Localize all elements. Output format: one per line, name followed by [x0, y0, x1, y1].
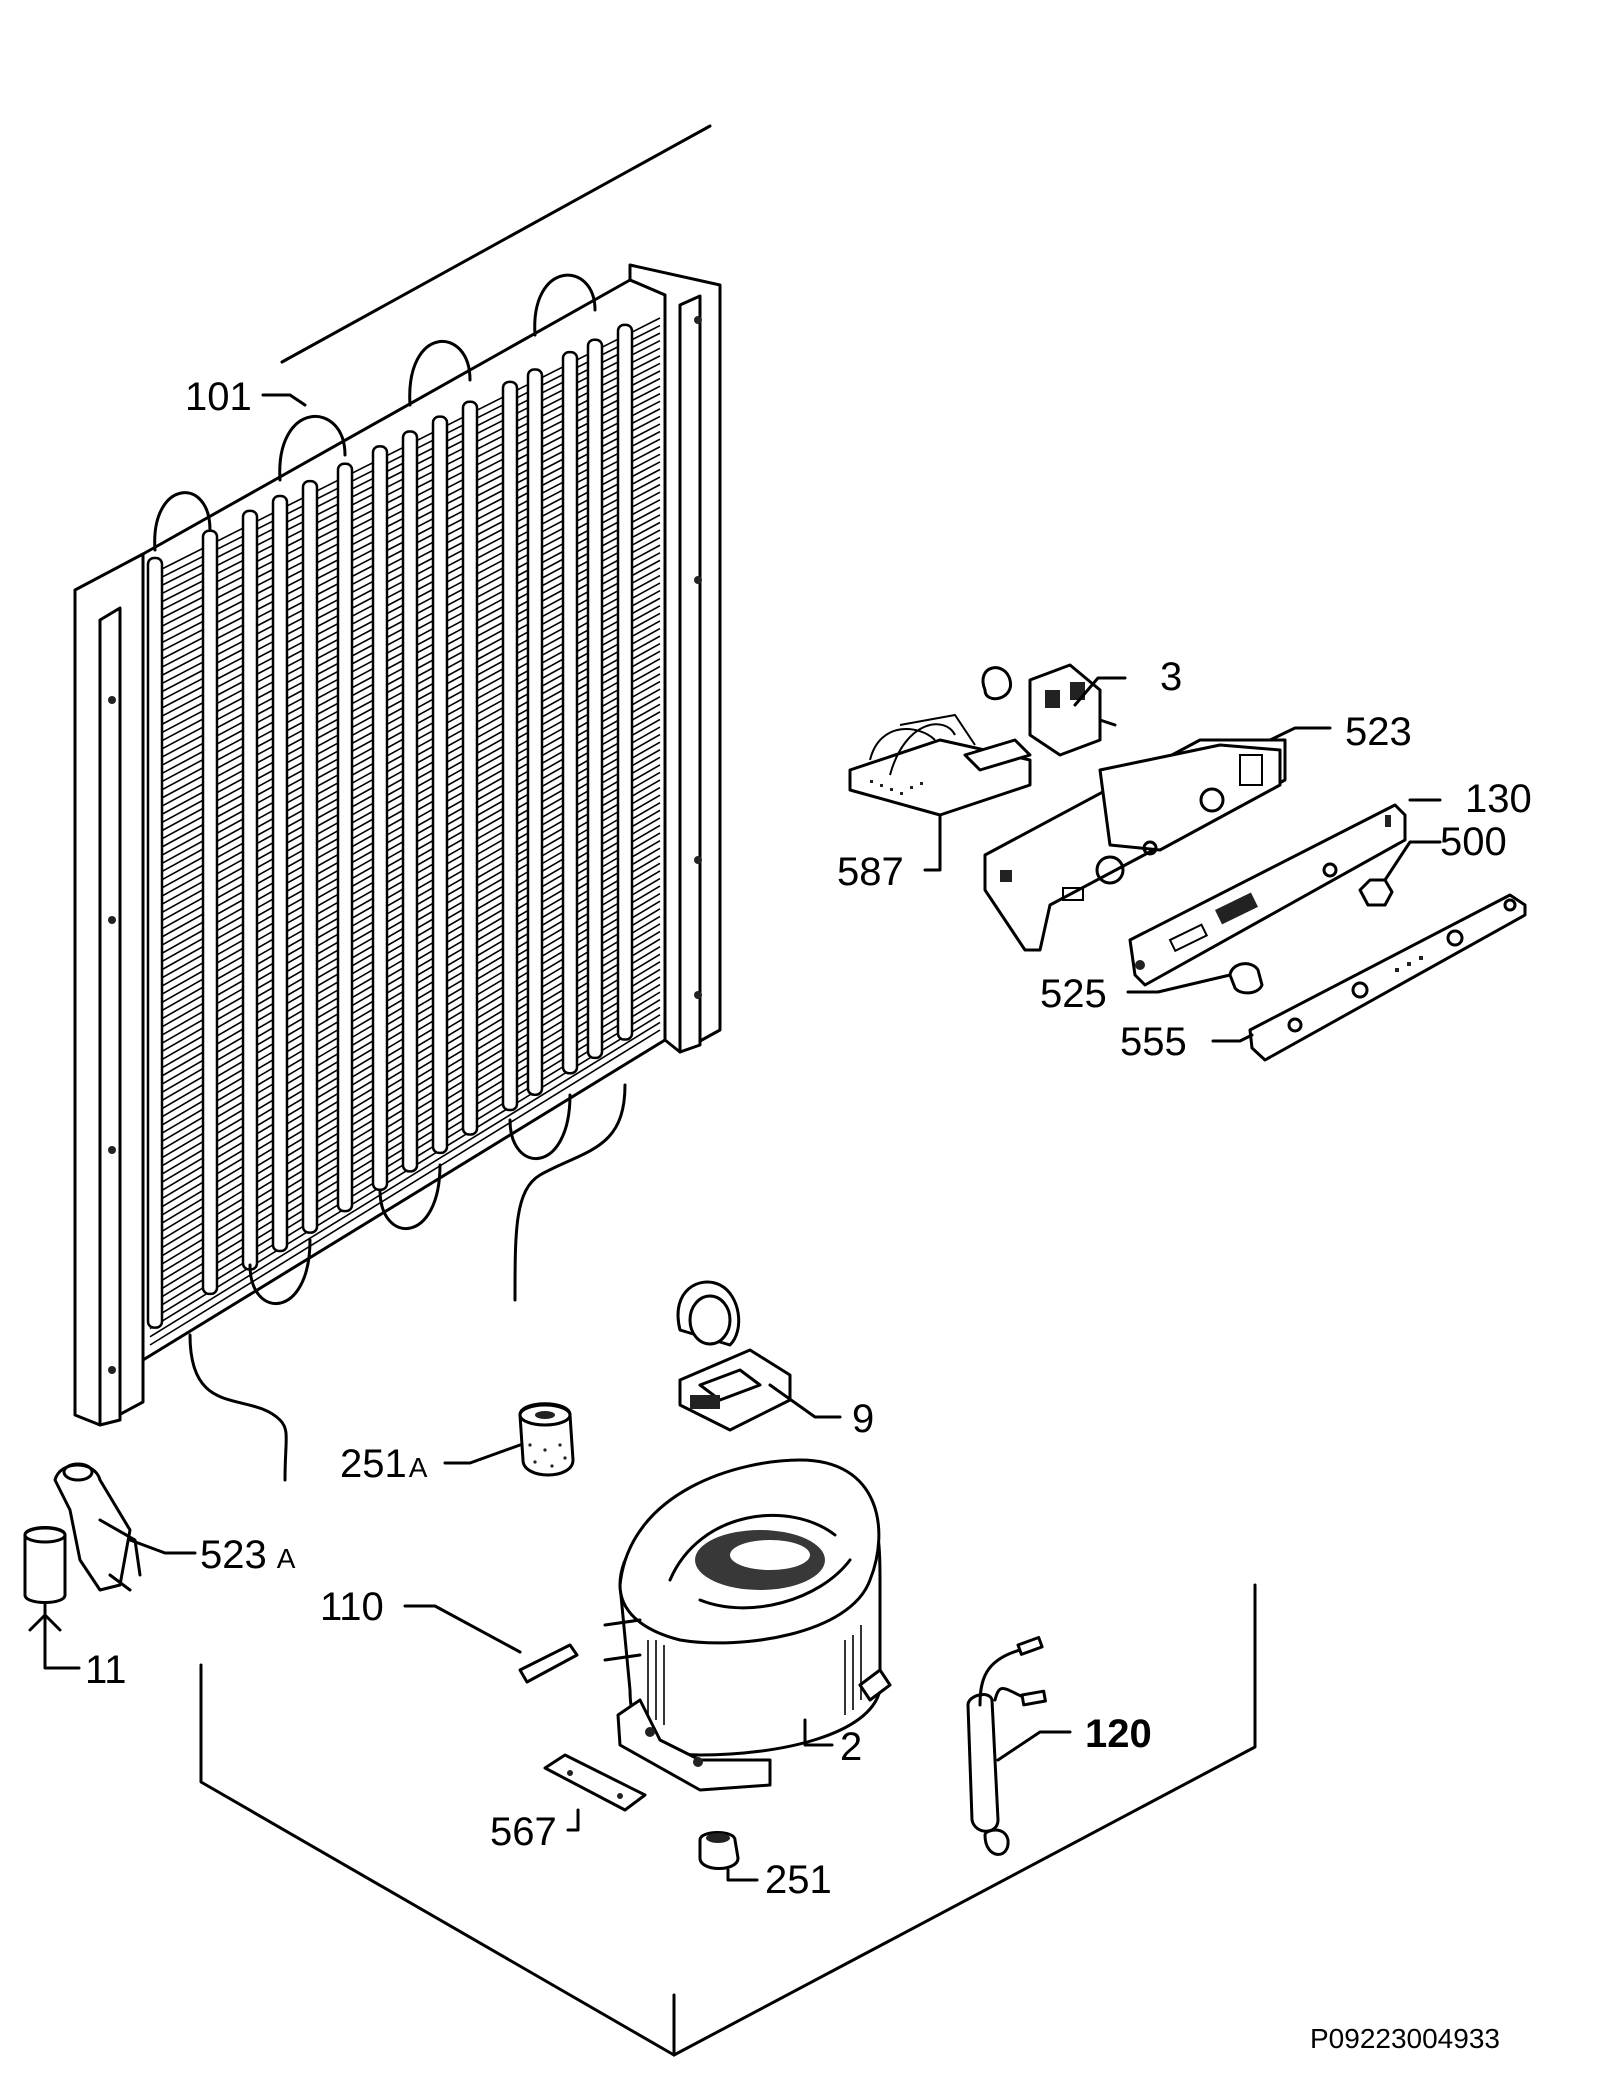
- compressor-2: [603, 1458, 892, 1792]
- label-110: 110: [320, 1585, 384, 1629]
- label-525: 525: [1040, 972, 1107, 1016]
- label-2: 2: [840, 1725, 862, 1769]
- grommet-251: [698, 1831, 740, 1870]
- label-9: 9: [852, 1397, 874, 1441]
- label-555: 555: [1120, 1020, 1187, 1064]
- label-3: 3: [1160, 655, 1182, 699]
- starter-11: [23, 1526, 67, 1632]
- relay-clip-9: [676, 1280, 792, 1432]
- control-panel-130: [1128, 803, 1407, 987]
- thermostat-part-3: [981, 663, 1117, 757]
- pin-110: [518, 1643, 579, 1684]
- cover-strip-555: [1248, 893, 1527, 1062]
- overload-523A: [53, 1462, 142, 1592]
- label-523: 523: [1345, 710, 1412, 754]
- knob-525: [1228, 962, 1264, 995]
- label-587: 587: [837, 850, 904, 894]
- grommet-251A: [518, 1402, 575, 1477]
- bracket-567: [543, 1753, 647, 1812]
- control-housing-523: [983, 738, 1287, 952]
- condenser: [73, 263, 722, 1482]
- leader-lines: [43, 393, 1442, 1882]
- part-labels: 101 3 523 130 500 587 525 555 9 251A 523…: [85, 375, 1532, 2054]
- label-251A: 251A: [340, 1442, 428, 1486]
- label-11: 11: [85, 1648, 127, 1692]
- button-500: [1358, 878, 1394, 907]
- label-500: 500: [1440, 820, 1507, 864]
- drier-120: [966, 1635, 1047, 1856]
- label-251: 251: [765, 1858, 832, 1902]
- reference-code: P09223004933: [1310, 2023, 1500, 2054]
- label-120: 120: [1085, 1712, 1152, 1756]
- control-board-587: [848, 713, 1032, 817]
- label-567: 567: [490, 1810, 557, 1854]
- label-130: 130: [1465, 777, 1532, 821]
- label-101: 101: [185, 375, 252, 419]
- cabinet-outline: [199, 124, 1257, 2057]
